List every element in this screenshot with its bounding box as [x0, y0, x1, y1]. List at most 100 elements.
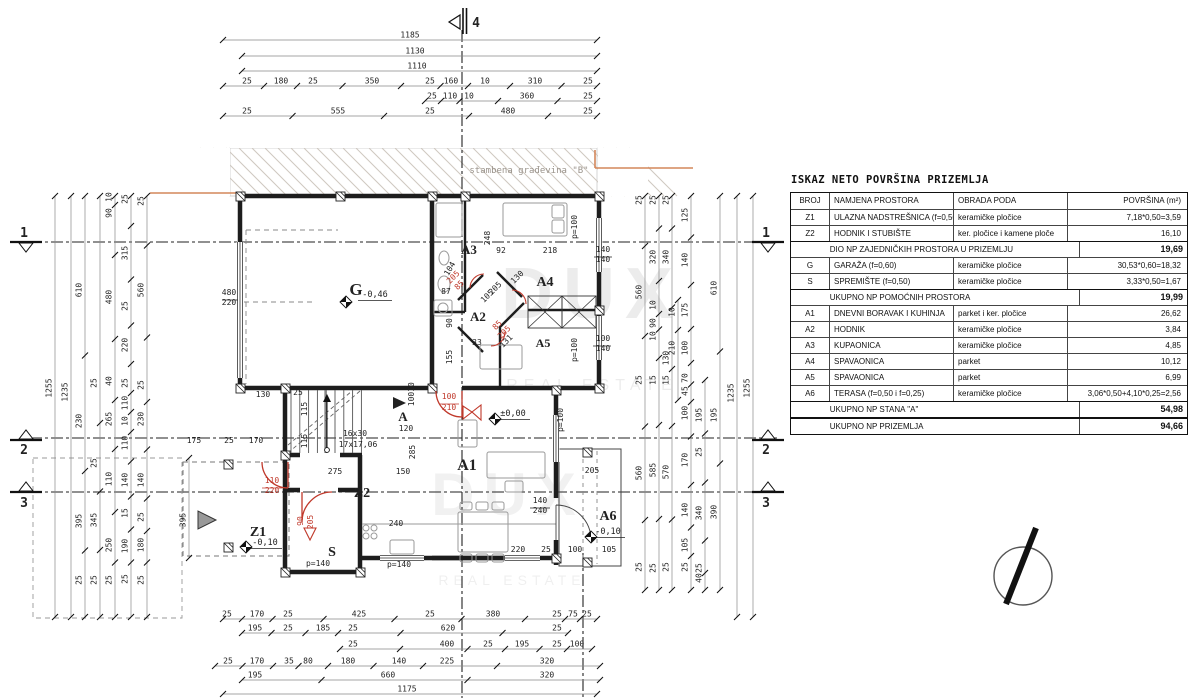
- dim-label: 570: [662, 465, 671, 480]
- plan-line: [96, 613, 104, 621]
- plan-line: [716, 348, 724, 355]
- cell-broj: Z1: [805, 213, 815, 222]
- plan-line: [687, 325, 695, 333]
- dim-label: 10: [121, 416, 130, 426]
- dim-label: 425: [352, 610, 367, 619]
- plan-line: [355, 567, 366, 578]
- dim-label: 25: [90, 575, 99, 585]
- dim-label: 25: [348, 624, 358, 633]
- dim-label: 1185: [400, 31, 419, 40]
- plan-line: [687, 381, 695, 388]
- plan-line: [381, 147, 431, 197]
- dim-label: 1110: [407, 62, 426, 71]
- dim-label: 140: [596, 255, 611, 264]
- plan-line: [143, 527, 151, 535]
- dim-label: 610: [75, 283, 84, 298]
- plan-line: [81, 192, 89, 200]
- red-dim-label: 205: [306, 515, 315, 530]
- plan-line: [596, 662, 604, 670]
- plan-line: [111, 559, 119, 566]
- col-header-broj: BROJ: [799, 196, 821, 205]
- summary-value: 19,69: [1078, 242, 1187, 257]
- plan-line: [464, 676, 471, 684]
- dim-label: 175: [681, 303, 690, 318]
- dim-label: 320: [540, 671, 555, 680]
- plan-line: [355, 147, 405, 197]
- level-value: ±0,00: [500, 409, 526, 419]
- dim-label: 25: [635, 562, 644, 572]
- dim-label: 310: [528, 77, 543, 86]
- plan-line: [316, 147, 366, 197]
- dim-label: 390: [710, 505, 719, 520]
- plan-line: [143, 446, 151, 453]
- plan-line: [370, 662, 377, 670]
- summary-label: UKUPNO NP PRIZEMLJA: [829, 421, 924, 431]
- dim-label: 265: [105, 412, 114, 427]
- dim-label: 195: [515, 640, 530, 649]
- dim-label: 15: [649, 375, 658, 385]
- plan-line: [749, 192, 757, 200]
- plan-line: [582, 447, 593, 458]
- plan-line: [593, 52, 601, 60]
- cell-namjena: SPAVAONICA: [829, 354, 953, 370]
- cell-broj: S: [807, 277, 813, 287]
- plan-line: [211, 662, 219, 670]
- plan-line: [655, 310, 663, 318]
- plan-line: [593, 67, 601, 75]
- cell-povrsina: 3,84: [1067, 322, 1185, 338]
- plan-line: [260, 82, 268, 90]
- dim-label: 25: [425, 610, 435, 619]
- plan-line: [293, 82, 301, 90]
- area-table-title: ISKAZ NETO POVRŠINA PRIZEMLJA: [791, 174, 989, 186]
- plan-line: [550, 147, 600, 197]
- red-dim-label: 90: [296, 516, 305, 526]
- level-value: -0,10: [595, 527, 621, 537]
- dim-label: 285: [408, 445, 417, 460]
- plan-line: [582, 557, 593, 568]
- plan-line: [397, 82, 405, 90]
- cell-namjena: SPREMIŠTE (f=0,50): [829, 274, 953, 290]
- dim-label: p=140: [387, 560, 411, 569]
- plan-line: [318, 676, 325, 684]
- section-number-1: 1: [762, 226, 770, 241]
- plan-line: [295, 662, 302, 670]
- plan-line: [596, 676, 604, 684]
- plan-line: [655, 421, 663, 429]
- cell-obrada: parket: [953, 370, 1067, 386]
- cell-obrada: keramičke pločice: [953, 258, 1067, 274]
- dim-label: 25: [75, 575, 84, 585]
- plan-line: [687, 398, 695, 406]
- plan-line: [111, 508, 119, 516]
- plan-line: [127, 526, 135, 533]
- plan-line: [460, 191, 471, 202]
- dim-label: 190: [121, 539, 130, 554]
- plan-line: [67, 613, 75, 621]
- plan-line: [687, 552, 695, 560]
- plan-line: [716, 460, 724, 467]
- plan-line: [127, 428, 135, 436]
- plan-line: [238, 629, 246, 637]
- room-label-A6: A6: [599, 509, 616, 524]
- dim-label: 100: [681, 341, 690, 356]
- plan-line: [223, 459, 234, 470]
- dim-label: 92: [496, 246, 506, 255]
- dim-label: 130: [256, 390, 271, 399]
- plan-line: [419, 662, 427, 670]
- dim-label: 340: [662, 250, 671, 265]
- col-header-namjena: NAMJENA PROSTORA: [829, 193, 953, 209]
- cell-broj: A3: [805, 341, 815, 351]
- dim-label: 40: [695, 573, 704, 583]
- dim-label: 395: [179, 513, 188, 528]
- section-number-3: 3: [762, 496, 770, 511]
- plan-line: [342, 147, 392, 197]
- dim-label: 100: [568, 545, 583, 554]
- dim-label: 180: [274, 77, 289, 86]
- dim-label: 320: [540, 657, 555, 666]
- plan-line: [127, 322, 135, 329]
- dim-label: 140: [681, 253, 690, 268]
- cell-obrada: parket i ker. pločice: [953, 306, 1067, 322]
- dim-label: 25: [121, 301, 130, 311]
- area-table-header-row: BROJ NAMJENA PROSTORA OBRADA PODA POVRŠI…: [791, 193, 1187, 209]
